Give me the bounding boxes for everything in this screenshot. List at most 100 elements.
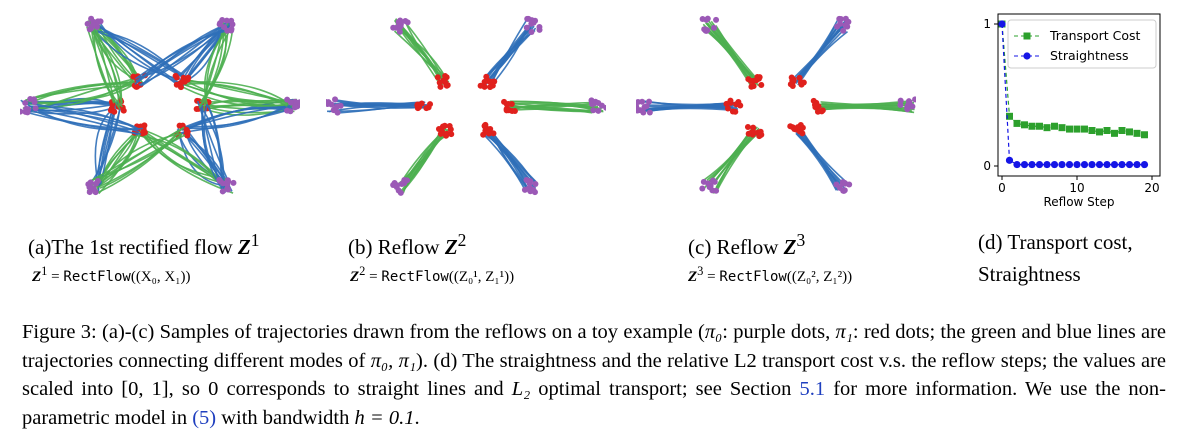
target-dot — [750, 124, 757, 131]
transport-cost-point — [1111, 129, 1118, 137]
target-dot — [796, 74, 803, 81]
target-dot — [185, 74, 192, 81]
source-dot — [228, 27, 235, 34]
source-dot — [224, 185, 231, 192]
target-dot — [758, 131, 765, 138]
equation-link[interactable]: (5) — [192, 406, 217, 429]
source-dot — [395, 187, 402, 194]
trajectory-line — [180, 103, 289, 130]
source-dot — [230, 179, 237, 186]
source-dot — [846, 181, 853, 188]
source-dot — [636, 103, 640, 110]
trajectory-line — [97, 133, 183, 188]
target-dot — [444, 82, 451, 89]
source-dot — [595, 100, 602, 107]
legend-label: Straightness — [1050, 48, 1129, 63]
transport-cost-point — [1028, 122, 1036, 130]
target-dot — [443, 130, 450, 137]
source-dot — [88, 15, 95, 22]
source-dot — [840, 187, 847, 194]
source-dot — [404, 177, 411, 184]
source-dot — [837, 16, 844, 23]
transport-cost-point — [1058, 124, 1066, 132]
trajectory-line — [405, 22, 444, 78]
source-dot — [31, 99, 38, 106]
straightness-point — [1095, 160, 1104, 169]
trajectory-line — [89, 28, 184, 78]
source-dot — [643, 103, 650, 110]
subcaption-a: (a)The 1st rectified flow Z1 — [28, 230, 260, 259]
target-dot — [173, 81, 180, 88]
trajectory-line — [182, 83, 288, 102]
transport-cost-point — [1141, 131, 1148, 139]
target-dot — [423, 105, 430, 112]
trajectory-plot-a — [20, 15, 300, 196]
source-dot — [32, 105, 39, 112]
y-tick-label: 0 — [983, 159, 991, 173]
transport-cost-point — [1133, 129, 1141, 137]
source-dot — [837, 20, 844, 27]
x-tick-label: 10 — [1069, 181, 1084, 195]
trajectory-line — [509, 108, 593, 114]
straightness-point — [1080, 160, 1089, 169]
transport-cost-point — [1088, 127, 1096, 134]
panel-a — [20, 6, 300, 216]
source-dot — [845, 18, 852, 25]
straightness-point — [1005, 156, 1014, 164]
source-dot — [702, 26, 709, 33]
source-dot — [636, 99, 642, 106]
source-dot — [590, 107, 597, 114]
straightness-point — [1118, 160, 1126, 169]
target-dot — [414, 101, 421, 108]
source-dot — [713, 16, 720, 23]
trajectory-line — [644, 106, 733, 110]
transport-cost-point — [1051, 122, 1058, 130]
target-dot — [799, 130, 806, 137]
formula-a: Z1 = RectFlow((X₀, X₁)) — [32, 264, 191, 285]
source-dot — [523, 176, 530, 183]
target-dot — [758, 81, 765, 88]
trajectory-line — [22, 109, 139, 130]
trajectory-line — [482, 133, 527, 193]
subcaption-d-line2: Straightness — [978, 262, 1081, 286]
target-dot — [747, 77, 754, 84]
transport-cost-point — [1126, 128, 1133, 136]
source-dot — [699, 185, 706, 192]
target-dot — [501, 98, 508, 105]
straightness-point — [1050, 160, 1059, 169]
subcaption-b: (b) Reflow Z2 — [348, 230, 467, 259]
source-dot — [334, 103, 341, 110]
trajectory-line — [23, 83, 136, 104]
target-dot — [509, 108, 516, 115]
source-dot — [640, 109, 647, 116]
target-dot — [744, 124, 751, 131]
trajectory-line — [203, 27, 233, 111]
target-dot — [723, 100, 730, 107]
trajectory-line — [196, 100, 229, 181]
source-dot — [224, 177, 231, 184]
straightness-point — [1073, 160, 1081, 169]
target-dot — [787, 81, 794, 88]
transport-cost-point — [1081, 125, 1088, 133]
trajectory-line — [703, 130, 752, 181]
source-dot — [332, 96, 339, 103]
source-dot — [228, 17, 235, 24]
source-dot — [646, 98, 653, 105]
straightness-point — [1103, 160, 1111, 169]
source-dot — [709, 177, 716, 184]
target-dot — [446, 123, 453, 130]
target-dot — [487, 84, 494, 91]
target-dot — [111, 108, 118, 115]
straightness-point — [1043, 160, 1051, 169]
source-dot — [87, 179, 94, 186]
straightness-point — [1088, 160, 1096, 169]
trajectory-line — [206, 104, 224, 187]
source-dot — [219, 188, 226, 195]
x-tick-label: 20 — [1144, 181, 1159, 195]
source-dot — [595, 107, 602, 114]
trajectory-line — [134, 29, 232, 86]
straightness-point — [1125, 160, 1134, 169]
section-link[interactable]: 5.1 — [799, 378, 826, 400]
trajectory-line — [183, 78, 286, 107]
